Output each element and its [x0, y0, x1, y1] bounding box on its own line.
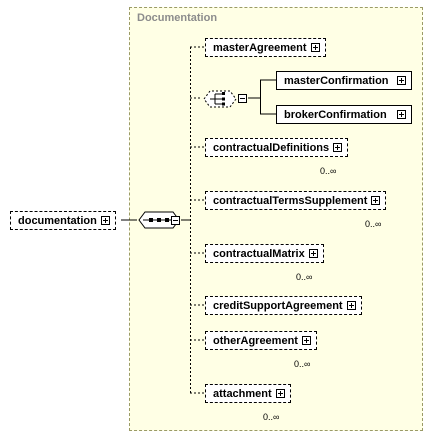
- element-contractual-matrix[interactable]: contractualMatrix: [205, 244, 324, 263]
- element-label: otherAgreement: [213, 334, 298, 347]
- expand-icon[interactable]: [346, 301, 356, 310]
- expand-icon[interactable]: [308, 249, 318, 258]
- element-label: creditSupportAgreement: [213, 299, 343, 312]
- element-label: masterAgreement: [213, 41, 307, 54]
- element-contractual-terms-supplement[interactable]: contractualTermsSupplement: [205, 191, 387, 210]
- expand-icon[interactable]: [397, 76, 406, 85]
- cardinality-label: 0..∞: [263, 412, 280, 422]
- group-title: Documentation: [137, 12, 218, 24]
- element-master-confirmation[interactable]: masterConfirmation: [276, 71, 412, 90]
- element-other-agreement[interactable]: otherAgreement: [205, 331, 317, 350]
- cardinality-label: 0..∞: [294, 359, 311, 369]
- element-label: masterConfirmation: [284, 74, 389, 87]
- choice-collapse-icon[interactable]: [238, 94, 247, 103]
- element-label: contractualMatrix: [213, 247, 305, 260]
- element-contractual-definitions[interactable]: contractualDefinitions: [205, 138, 349, 157]
- element-master-agreement[interactable]: masterAgreement: [205, 38, 326, 57]
- element-label: documentation: [18, 214, 97, 227]
- expand-icon[interactable]: [310, 43, 320, 52]
- root-element-documentation[interactable]: documentation: [10, 211, 116, 230]
- element-label: contractualDefinitions: [213, 141, 330, 154]
- expand-icon[interactable]: [333, 143, 343, 152]
- sequence-collapse-icon[interactable]: [171, 216, 180, 225]
- element-credit-support-agreement[interactable]: creditSupportAgreement: [205, 296, 362, 315]
- choice-icon: [203, 90, 237, 108]
- sequence-icon: [138, 211, 180, 229]
- expand-icon[interactable]: [100, 216, 110, 225]
- choice-compositor: [202, 88, 238, 115]
- element-attachment[interactable]: attachment: [205, 384, 291, 403]
- expand-icon[interactable]: [371, 196, 381, 205]
- sequence-compositor: [137, 209, 183, 236]
- expand-icon[interactable]: [275, 389, 285, 398]
- element-label: brokerConfirmation: [284, 108, 387, 121]
- expand-icon[interactable]: [397, 110, 406, 119]
- element-label: attachment: [213, 387, 272, 400]
- cardinality-label: 0..∞: [296, 272, 313, 282]
- element-label: contractualTermsSupplement: [213, 194, 368, 207]
- cardinality-label: 0..∞: [365, 219, 382, 229]
- cardinality-label: 0..∞: [320, 166, 337, 176]
- element-broker-confirmation[interactable]: brokerConfirmation: [276, 105, 412, 124]
- expand-icon[interactable]: [301, 336, 311, 345]
